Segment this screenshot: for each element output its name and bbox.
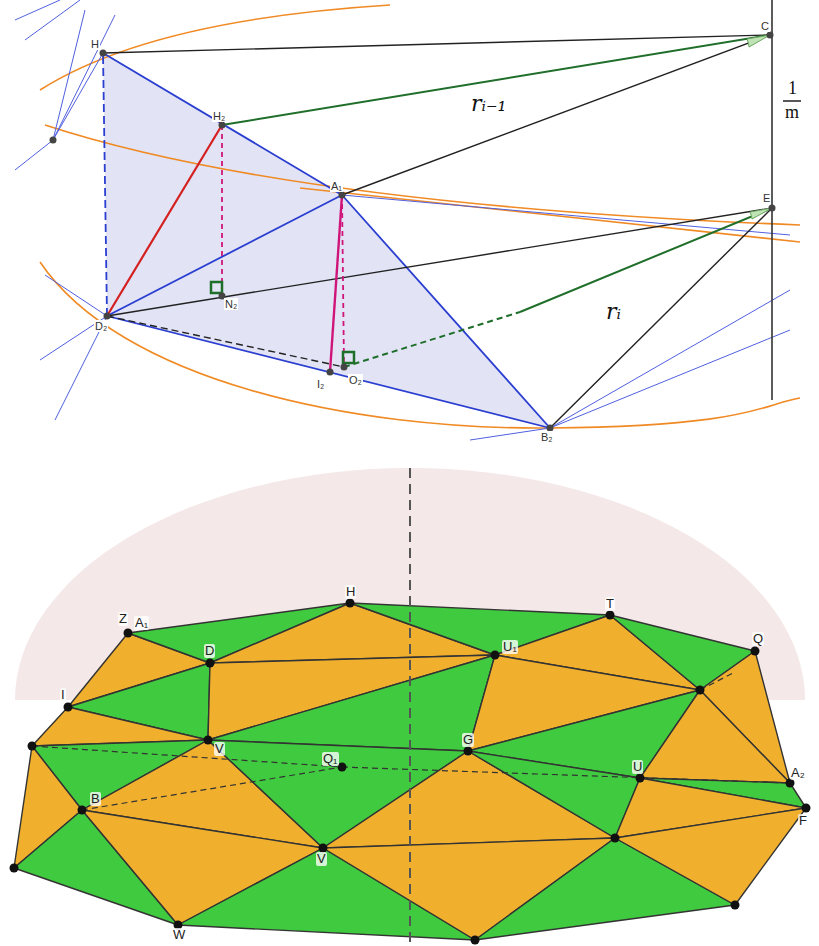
point-label: C (760, 20, 770, 32)
vertex-dot (124, 629, 133, 638)
point-label: I (60, 688, 66, 702)
point-label: Q (752, 632, 764, 646)
vertex-dot (64, 703, 73, 712)
radius-label: rᵢ (605, 300, 622, 324)
point-label: G (462, 733, 474, 747)
point-label: U₁ (502, 640, 518, 654)
point-label: A₂ (790, 766, 806, 780)
point-label: F (798, 814, 808, 828)
vertex-dot (802, 804, 811, 813)
vertex-dot (731, 901, 740, 910)
point-label: H (90, 38, 100, 50)
point-label: T (605, 597, 615, 611)
dome-facet (32, 707, 208, 746)
point-label: N₂ (224, 298, 238, 310)
point-label: B₂ (540, 431, 554, 443)
point-label: D (204, 644, 215, 658)
point-label: U (632, 760, 643, 774)
dome-facet (615, 808, 806, 905)
dome-facet (208, 655, 495, 751)
point-label: I₂ (316, 378, 325, 390)
point-label: Q₁ (322, 752, 339, 766)
vertex-dot (471, 936, 480, 945)
dome-facet (640, 690, 790, 783)
point-label: H₂ (212, 110, 226, 122)
vertex-dot (204, 736, 213, 745)
point-label: B (90, 792, 101, 806)
fraction-part: 1 (787, 79, 798, 99)
vertex-dot (346, 599, 355, 608)
point-label: W (172, 928, 186, 942)
point-label: O₂ (348, 374, 363, 386)
point-label: A₁ (330, 180, 343, 192)
vertex-dot (464, 747, 473, 756)
vertex-dot (78, 806, 87, 815)
vertex-dot (206, 659, 215, 668)
fraction-part: m (784, 103, 800, 123)
vertex-dot (338, 763, 347, 772)
point-label: V (316, 852, 327, 866)
vertex-dot (491, 651, 500, 660)
vertex-dot (611, 834, 620, 843)
point-label: A₁ (134, 616, 149, 630)
point-label: D₂ (94, 320, 108, 332)
point-label: E (762, 192, 771, 204)
point-label: V (214, 742, 225, 756)
vertex-dot (10, 864, 19, 873)
vertex-dot (751, 647, 760, 656)
vertex-dot (28, 742, 37, 751)
vertex-dot (696, 686, 705, 695)
dome-facet (468, 751, 640, 838)
vertex-dot (606, 611, 615, 620)
point-label: Z (118, 612, 128, 626)
point-label: H (345, 585, 356, 599)
radius-label: rᵢ₋₁ (470, 92, 507, 116)
vertex-dot (636, 774, 645, 783)
